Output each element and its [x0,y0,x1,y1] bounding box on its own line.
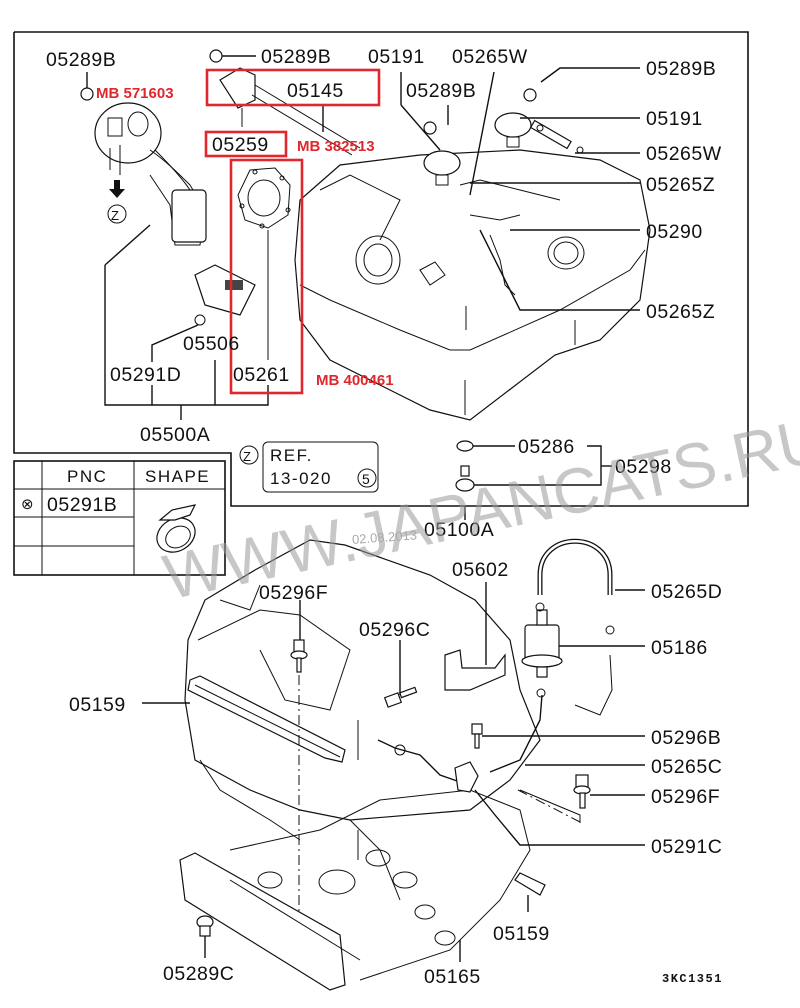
label-05298[interactable]: 05298 [615,456,672,478]
annotation-mb571603: MB 571603 [96,85,174,102]
gasket-05261[interactable] [237,167,291,360]
label-05296F[interactable]: 05296F [651,786,720,808]
label-05290[interactable]: 05290 [646,221,703,243]
nut-05289b-a[interactable] [80,87,94,101]
seal-05286[interactable] [456,440,474,452]
annotation-mb400461: MB 400461 [316,372,394,389]
hose-05265c[interactable] [377,688,546,783]
nut-05289b-c[interactable] [423,121,437,135]
label-05265Z[interactable]: 05265Z [646,174,715,196]
bracket-05602[interactable] [444,649,506,691]
nut-05289b-d[interactable] [523,88,537,102]
table-row-pnc[interactable]: 05291B [47,494,117,516]
arrow-down-icon [109,180,125,198]
label-05289B[interactable]: 05289B [406,80,476,102]
bolt-05289c[interactable] [196,915,214,937]
label-05296C[interactable]: 05296C [359,619,430,641]
fuel-tank-upper[interactable] [294,89,651,421]
label-05159[interactable]: 05159 [69,694,126,716]
bolt-05296f-a[interactable] [290,639,308,673]
view-z-text: Z [111,208,120,223]
view-z-marker: Z [107,204,127,224]
hose-clamp-icon [156,504,197,553]
figure-code: 3KC1351 [662,972,723,986]
nut-05289b-b[interactable] [209,49,223,63]
ref-marker: Z [243,449,252,464]
ref-circled: 5 [362,471,370,487]
annotation-mb382513: MB 382513 [297,138,375,155]
label-05100A[interactable]: 05100A [424,519,494,541]
label-05191[interactable]: 05191 [368,46,425,68]
highlight-box-05259[interactable] [204,130,288,158]
label-05265W[interactable]: 05265W [646,143,722,165]
label-05506[interactable]: 05506 [183,333,240,355]
shape-table: PNC SHAPE ⊗ 05291B [13,460,226,576]
upper-labels: 05289B 05289B 05191 05265W 05289B 05289B… [46,46,722,541]
fuel-filter-05186[interactable] [521,609,563,678]
label-05296B[interactable]: 05296B [651,727,721,749]
label-05159[interactable]: 05159 [493,923,550,945]
label-05289B[interactable]: 05289B [46,49,116,71]
upper-group-frame [13,31,749,507]
table-row-mark: ⊗ [21,496,34,513]
upper-leader-lines [86,55,640,520]
fuel-tank-lower[interactable] [184,539,541,901]
ref-line1: REF. [270,446,313,465]
label-05289B[interactable]: 05289B [261,46,331,68]
strap-05159-a[interactable] [187,675,346,763]
label-05259[interactable]: 05259 [212,134,269,156]
label-05145[interactable]: 05145 [287,80,344,102]
fuel-pump-assembly[interactable] [94,102,207,246]
label-05261[interactable]: 05261 [233,364,290,386]
label-05186[interactable]: 05186 [651,637,708,659]
label-05265D[interactable]: 05265D [651,581,722,603]
label-05286[interactable]: 05286 [518,436,575,458]
date-stamp: 02.08.2013 [352,527,418,547]
lower-leader-lines [142,582,645,962]
highlight-box-05261[interactable] [229,158,304,395]
label-05165[interactable]: 05165 [424,966,481,988]
label-05291D[interactable]: 05291D [110,364,181,386]
label-05265C[interactable]: 05265C [651,756,722,778]
label-05500A[interactable]: 05500A [140,424,210,446]
fuel-strainer[interactable] [194,264,256,326]
ref-line2: 13-020 [270,469,332,488]
highlight-annotations: MB 571603 MB 382513 MB 400461 [96,85,394,389]
bracket-05159-b[interactable] [514,789,581,896]
bolt-05296c[interactable] [383,686,418,708]
label-05291C[interactable]: 05291C [651,836,722,858]
label-05289B[interactable]: 05289B [646,58,716,80]
highlight-box-05145[interactable] [205,68,381,107]
table-header-pnc: PNC [67,467,107,486]
label-05602[interactable]: 05602 [452,559,509,581]
label-05191[interactable]: 05191 [646,108,703,130]
label-05296F[interactable]: 05296F [259,582,328,604]
reference-box[interactable]: Z REF. 13-020 5 [239,441,379,493]
bolt-05296b[interactable] [471,723,483,749]
label-05265Z[interactable]: 05265Z [646,301,715,323]
table-header-shape: SHAPE [145,467,210,486]
skid-plate-05165[interactable] [179,789,531,991]
hose-05265d[interactable] [535,538,615,716]
drain-plug-05298[interactable] [455,465,475,492]
label-05289C[interactable]: 05289C [163,963,234,985]
clamp-05291c[interactable] [454,761,479,793]
alignment-line [517,789,581,823]
bolt-05296f-b[interactable] [573,774,591,809]
lower-labels: 05602 05265D 05296F 05296C 05186 05159 0… [69,559,722,988]
label-05265W[interactable]: 05265W [452,46,528,68]
